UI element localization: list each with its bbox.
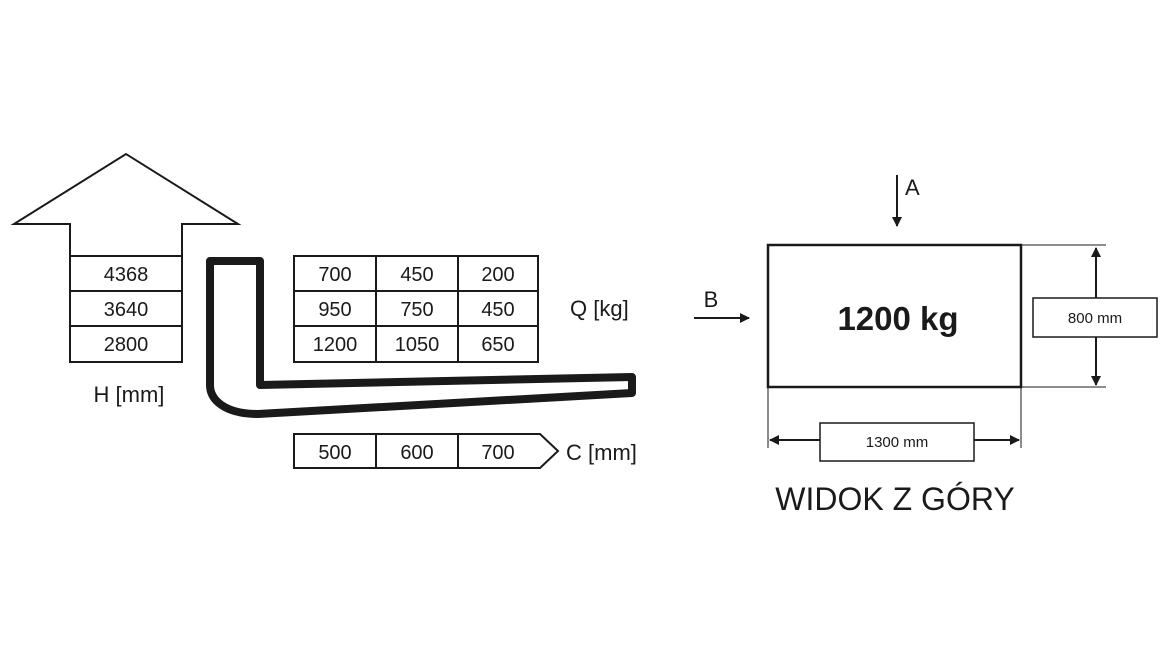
center-value-2: 600: [400, 442, 433, 464]
depth-dimension: 800 mm: [1021, 244, 1158, 388]
fork-tine-shape: [206, 257, 636, 418]
height-value-2: 3640: [104, 299, 149, 321]
capacity-cell-1-3: 200: [481, 264, 514, 286]
capacity-cell-3-3: 650: [481, 334, 514, 356]
capacity-cell-3-1: 1200: [313, 334, 358, 356]
center-axis-label: C [mm]: [566, 440, 637, 465]
load-top-view: [766, 243, 1023, 389]
capacity-table: 700 450 200 950 750 450 1200 1050 650: [293, 255, 539, 363]
load-weight-label: 1200 kg: [837, 300, 958, 337]
height-axis-label: H [mm]: [94, 382, 165, 407]
capacity-cell-2-2: 750: [400, 299, 433, 321]
top-view-caption: WIDOK Z GÓRY: [775, 481, 1014, 517]
direction-label-b: B: [704, 287, 719, 312]
center-value-3: 700: [481, 442, 514, 464]
capacity-cell-2-1: 950: [318, 299, 351, 321]
capacity-cell-3-2: 1050: [395, 334, 440, 356]
direction-label-a: A: [905, 175, 920, 200]
capacity-cell-2-3: 450: [481, 299, 514, 321]
capacity-axis-label: Q [kg]: [570, 296, 629, 321]
capacity-cell-1-2: 450: [400, 264, 433, 286]
load-center-scale: 500 600 700: [293, 433, 560, 469]
height-table: 4368 3640 2800: [69, 255, 183, 363]
depth-dimension-label: 800 mm: [1068, 310, 1122, 327]
width-dimension-label: 1300 mm: [866, 434, 929, 451]
height-value-1: 4368: [104, 264, 149, 286]
capacity-cell-1-1: 700: [318, 264, 351, 286]
center-value-1: 500: [318, 442, 351, 464]
width-dimension: 1300 mm: [767, 387, 1022, 462]
height-value-3: 2800: [104, 334, 149, 356]
lift-height-arrow-shape: [10, 152, 242, 362]
